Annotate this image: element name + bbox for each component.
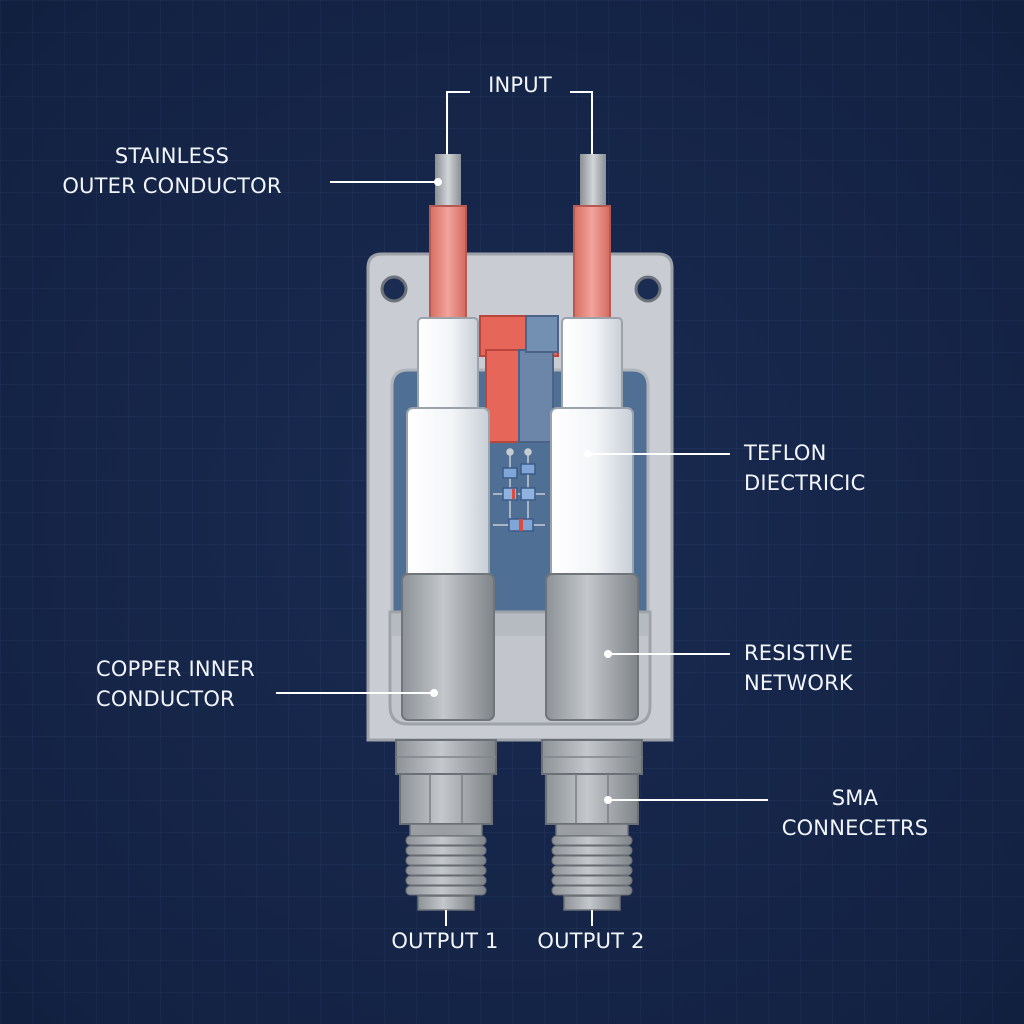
right-metal-sleeve — [545, 573, 639, 721]
label-output-1: OUTPUT 1 — [370, 926, 520, 956]
left-teflon-lower — [406, 407, 490, 579]
label-sma-line2: CONNECETRS — [781, 816, 929, 840]
right-teflon-upper — [561, 317, 623, 417]
label-copper-inner-conductor: COPPER INNER CONDUCTOR — [96, 654, 296, 714]
center-block — [479, 315, 559, 443]
label-stainless-line1: STAINLESS — [114, 144, 230, 168]
leader-sma-dot — [604, 796, 612, 804]
label-output-2-text: OUTPUT 2 — [537, 929, 645, 953]
right-thread — [551, 835, 633, 896]
left-teflon-upper — [417, 317, 479, 417]
left-metal-sleeve — [401, 573, 495, 721]
label-copper-line2: CONDUCTOR — [96, 687, 235, 711]
leader-copper-dot — [430, 689, 438, 697]
right-copper-section — [573, 205, 611, 319]
label-resistive-line1: RESISTIVE — [744, 641, 854, 665]
leader-resistive-dot — [604, 650, 612, 658]
left-coax-cable — [401, 205, 495, 721]
label-copper-line1: COPPER INNER — [96, 657, 255, 681]
label-resistive-network: RESISTIVE NETWORK — [744, 638, 944, 698]
input-bracket — [446, 91, 593, 158]
leader-lines — [276, 178, 768, 804]
left-sma-connector — [395, 739, 497, 911]
label-sma-connectors: SMA CONNECETRS — [770, 783, 940, 843]
leader-teflon-dot — [584, 450, 592, 458]
right-coax-cable — [545, 205, 639, 721]
label-stainless-line2: OUTER CONDUCTOR — [62, 174, 282, 198]
leader-stainless-dot — [434, 178, 442, 186]
mount-hole-right — [634, 275, 662, 303]
right-sma-connector — [541, 739, 643, 911]
input-pin-right — [580, 154, 606, 210]
left-thread — [405, 835, 487, 896]
resistive-network — [493, 448, 545, 532]
left-copper-section — [429, 205, 467, 319]
label-resistive-line2: NETWORK — [744, 671, 853, 695]
label-output-1-text: OUTPUT 1 — [391, 929, 499, 953]
label-teflon-dielectric: TEFLON DIECTRICIC — [744, 438, 944, 498]
label-output-2: OUTPUT 2 — [516, 926, 666, 956]
label-teflon-line2: DIECTRICIC — [744, 471, 866, 495]
right-teflon-lower — [550, 407, 634, 579]
label-stainless-outer-conductor: STAINLESS OUTER CONDUCTOR — [48, 141, 296, 201]
label-input: INPUT — [470, 70, 570, 100]
mount-hole-left — [380, 275, 408, 303]
label-sma-line1: SMA — [831, 786, 879, 810]
label-input-text: INPUT — [488, 73, 552, 97]
label-teflon-line1: TEFLON — [744, 441, 827, 465]
